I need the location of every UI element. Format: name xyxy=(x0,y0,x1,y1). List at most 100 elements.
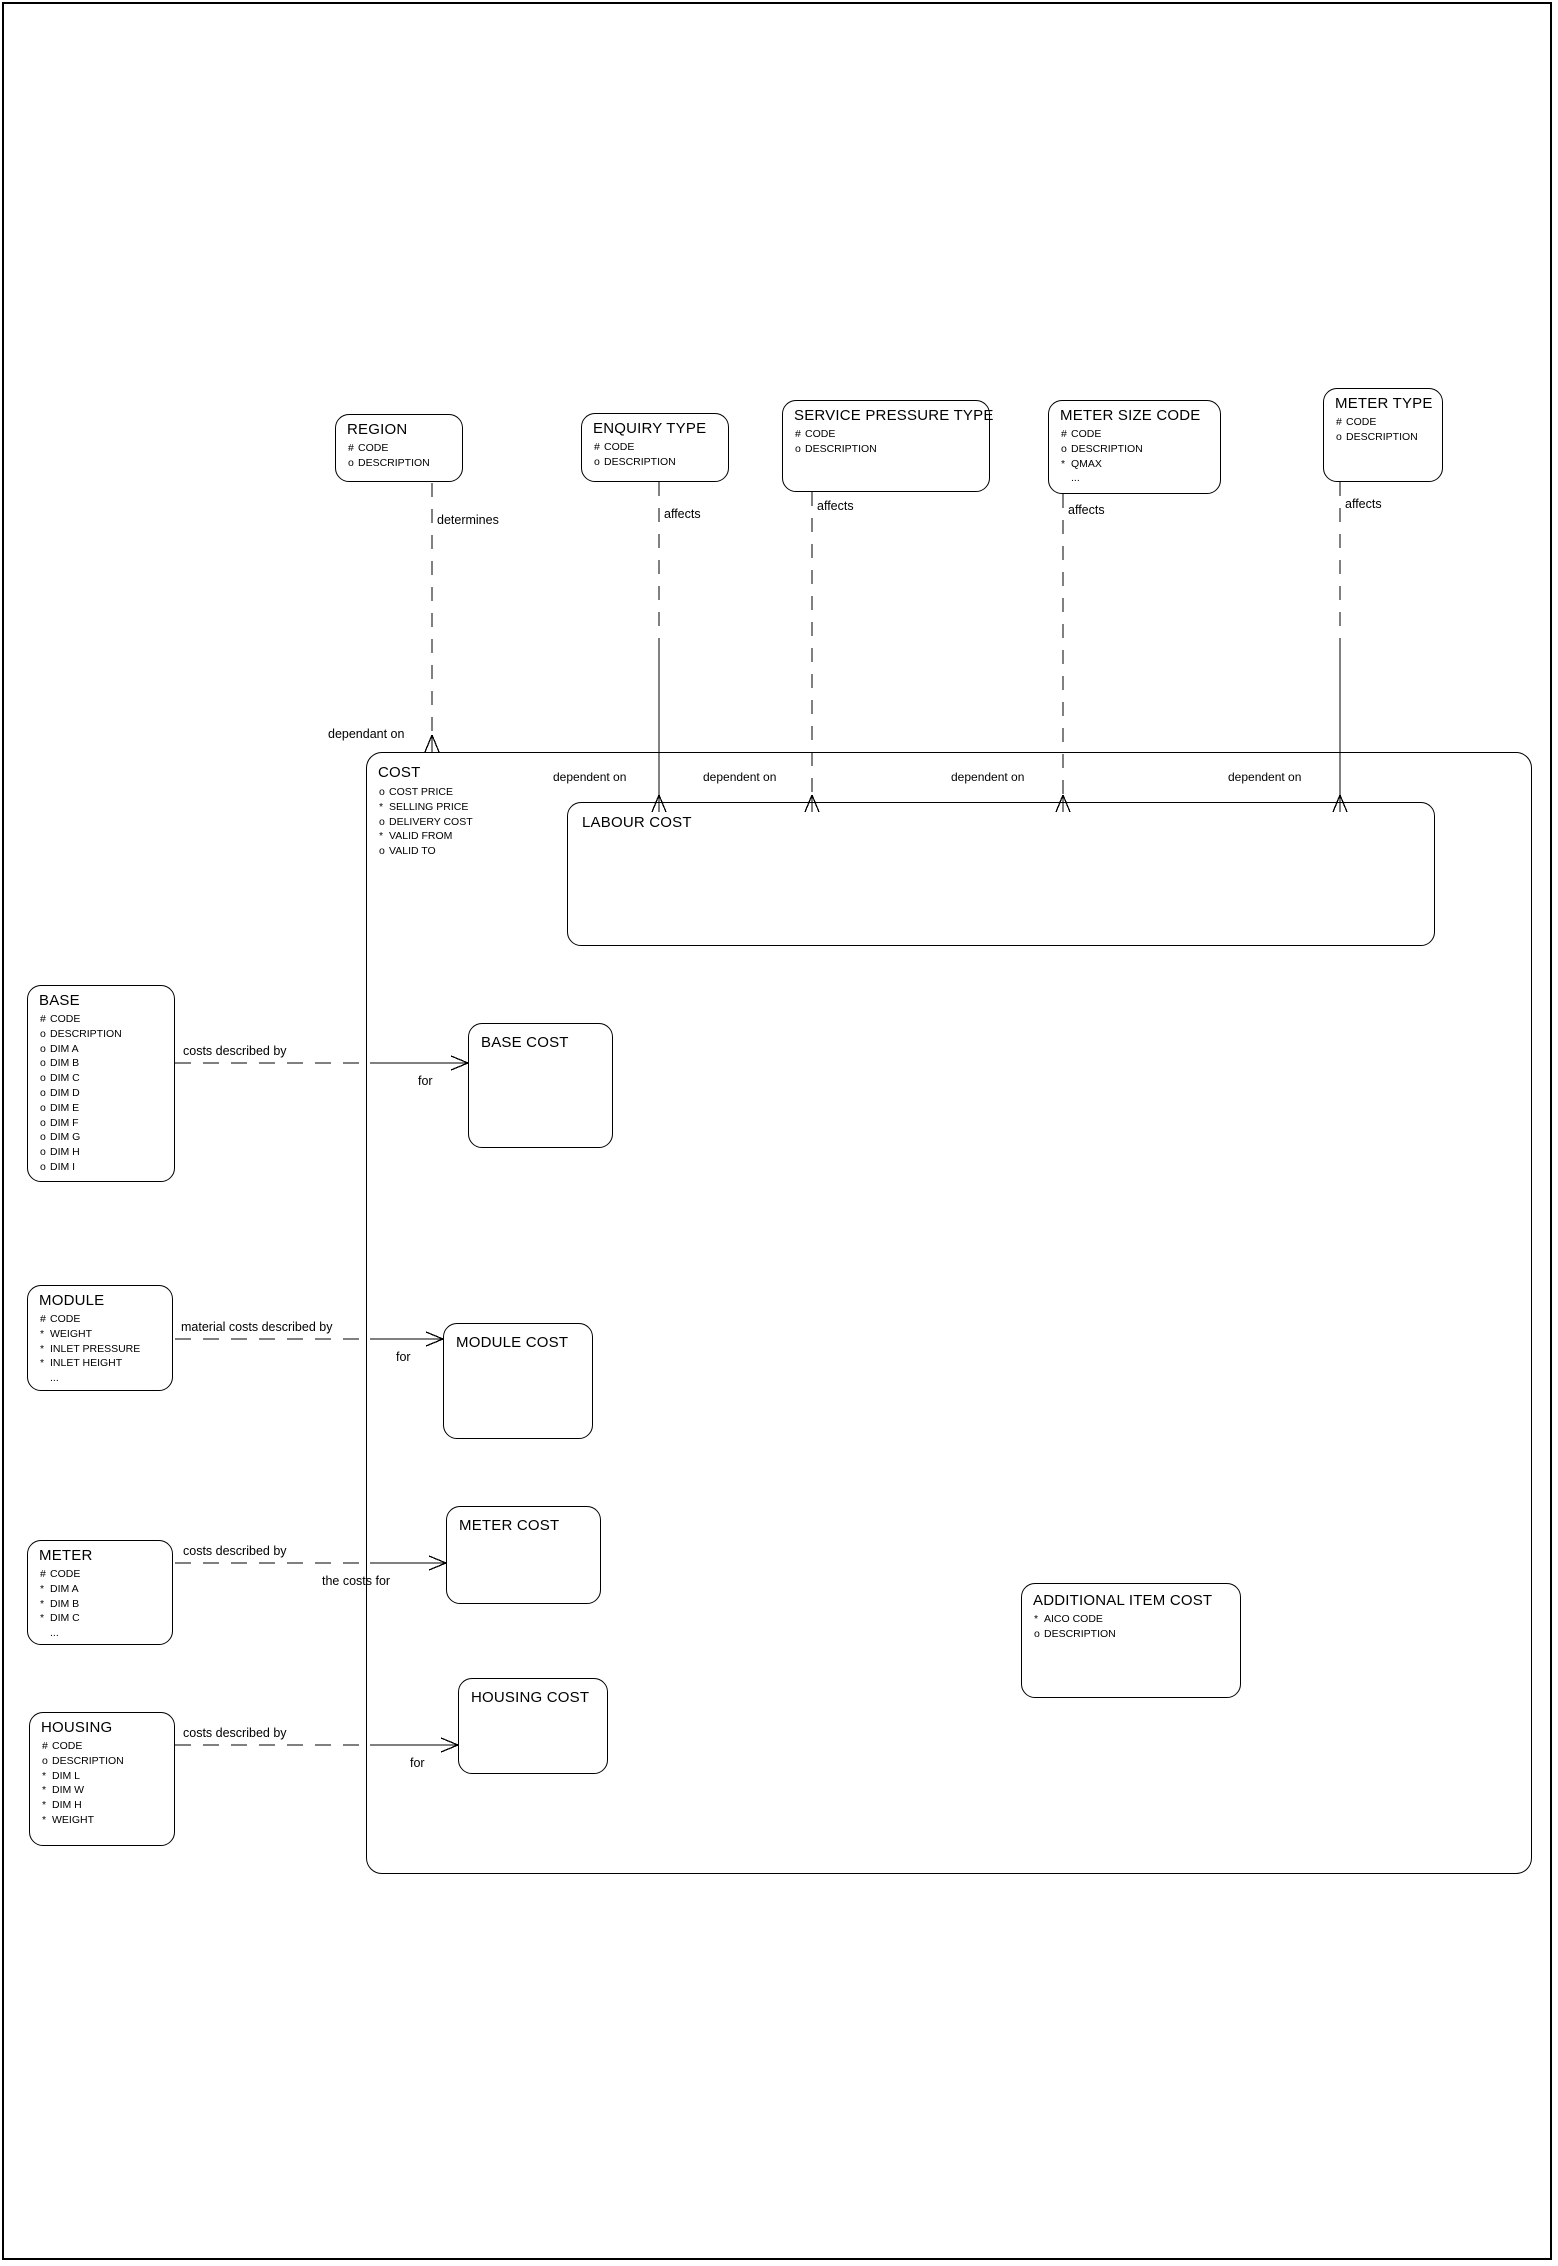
attribute-label: DESCRIPTION xyxy=(1044,1627,1116,1640)
attribute-label: DIM C xyxy=(50,1612,80,1625)
attribute-label: ... xyxy=(1071,472,1080,485)
entity-module[interactable]: MODULE #CODE*WEIGHT*INLET PRESSURE*INLET… xyxy=(27,1285,173,1391)
attribute-label: DESCRIPTION xyxy=(805,442,877,455)
attribute-marker: o xyxy=(1336,430,1342,443)
entity-meter-cost[interactable]: METER COST xyxy=(446,1506,601,1604)
entity-attribute-row: #CODE xyxy=(348,441,430,456)
entity-attribute-row: o DIM E xyxy=(40,1101,122,1116)
attribute-label: DIM A xyxy=(50,1582,79,1595)
entity-attribute-row: #CODE xyxy=(594,440,676,455)
attribute-marker: * xyxy=(42,1769,47,1782)
entity-attribute-row: *VALID FROM xyxy=(379,829,473,844)
attribute-label: DIM G xyxy=(50,1131,81,1144)
entity-attribute-row: o DIM G xyxy=(40,1130,122,1145)
entity-title: REGION xyxy=(347,421,408,438)
entity-labour-cost[interactable]: LABOUR COST xyxy=(567,802,1435,946)
attribute-label: DIM W xyxy=(52,1784,85,1797)
attribute-label: CODE xyxy=(50,1013,81,1025)
entity-attribute-row: #CODE xyxy=(795,427,877,442)
entity-attribute-row: *DIM W xyxy=(42,1783,124,1798)
entity-meter[interactable]: METER #CODE*DIM A*DIM B*DIM C... xyxy=(27,1540,173,1645)
attribute-marker: o xyxy=(40,1131,46,1144)
attribute-label: DIM L xyxy=(52,1769,81,1782)
attribute-marker: o xyxy=(379,786,385,798)
entity-attribute-row: *AICO CODE xyxy=(1034,1612,1116,1627)
entity-housing-cost[interactable]: HOUSING COST xyxy=(458,1678,608,1774)
entity-attribute-row: * DIM L xyxy=(42,1769,124,1784)
entity-attribute-row: ... xyxy=(40,1626,80,1641)
attribute-label: DESCRIPTION xyxy=(604,455,676,468)
entity-base-cost[interactable]: BASE COST xyxy=(468,1023,613,1148)
entity-attribute-row: *DIM B xyxy=(40,1597,80,1612)
attribute-label: DESCRIPTION xyxy=(1071,442,1143,455)
label-affects-metersize: affects xyxy=(1068,503,1105,517)
entity-attribute-row: *DIM C xyxy=(40,1611,80,1626)
entity-attribute-row: o DESCRIPTION xyxy=(1034,1627,1116,1642)
attribute-marker: # xyxy=(1061,428,1067,440)
attribute-label: COST PRICE xyxy=(389,786,453,798)
entity-title: MODULE COST xyxy=(456,1334,569,1351)
entity-attribute-row: o DESCRIPTION xyxy=(1336,430,1418,445)
attribute-marker: o xyxy=(379,845,385,858)
attribute-label: ... xyxy=(50,1372,59,1385)
label-base-costs-described-by: costs described by xyxy=(183,1044,287,1058)
attribute-label: DELIVERY COST xyxy=(389,815,473,828)
attribute-label: DIM A xyxy=(50,1042,79,1055)
attribute-label: INLET PRESSURE xyxy=(50,1342,141,1355)
attribute-label: ... xyxy=(50,1627,59,1640)
attribute-label: CODE xyxy=(50,1568,81,1580)
attribute-label: DESCRIPTION xyxy=(1346,430,1418,443)
attribute-marker: o xyxy=(1034,1627,1040,1640)
attribute-marker: o xyxy=(40,1027,46,1040)
attribute-label: DIM E xyxy=(50,1101,80,1114)
entity-title: ADDITIONAL ITEM COST xyxy=(1033,1592,1213,1609)
entity-module-cost[interactable]: MODULE COST xyxy=(443,1323,593,1439)
attribute-marker: o xyxy=(40,1160,46,1173)
attribute-marker: o xyxy=(40,1101,46,1114)
entity-title: HOUSING xyxy=(41,1719,113,1736)
attribute-label: CODE xyxy=(1346,416,1377,428)
label-housing-for: for xyxy=(410,1756,425,1770)
label-dependent-on-1: dependent on xyxy=(553,770,627,784)
attribute-label: DIM H xyxy=(50,1146,80,1159)
attribute-label: VALID FROM xyxy=(389,830,453,843)
entity-attribute-row: #CODE xyxy=(42,1739,124,1754)
label-determines: determines xyxy=(437,513,499,527)
label-meter-the-costs-for: the costs for xyxy=(322,1574,391,1588)
crowsfoot-cost-region xyxy=(424,734,440,753)
label-meter-costs-described-by: costs described by xyxy=(183,1544,287,1558)
label-affects-enquiry: affects xyxy=(664,507,701,521)
entity-title: METER COST xyxy=(459,1517,560,1534)
entity-attribute-row: * DIM H xyxy=(42,1798,124,1813)
entity-attribute-row: # CODE xyxy=(40,1567,80,1582)
attribute-label: AICO CODE xyxy=(1044,1613,1103,1625)
attribute-marker: # xyxy=(40,1568,46,1580)
entity-attribute-row: *QMAX xyxy=(1061,457,1143,472)
attribute-marker: * xyxy=(42,1799,47,1812)
entity-title: METER TYPE xyxy=(1335,395,1433,412)
attribute-label: DIM H xyxy=(52,1799,82,1812)
attribute-label: DIM B xyxy=(50,1597,80,1610)
attribute-label: VALID TO xyxy=(389,845,436,858)
attribute-label: WEIGHT xyxy=(50,1327,92,1340)
entity-title: BASE xyxy=(39,992,80,1009)
attribute-label: CODE xyxy=(50,1313,81,1325)
